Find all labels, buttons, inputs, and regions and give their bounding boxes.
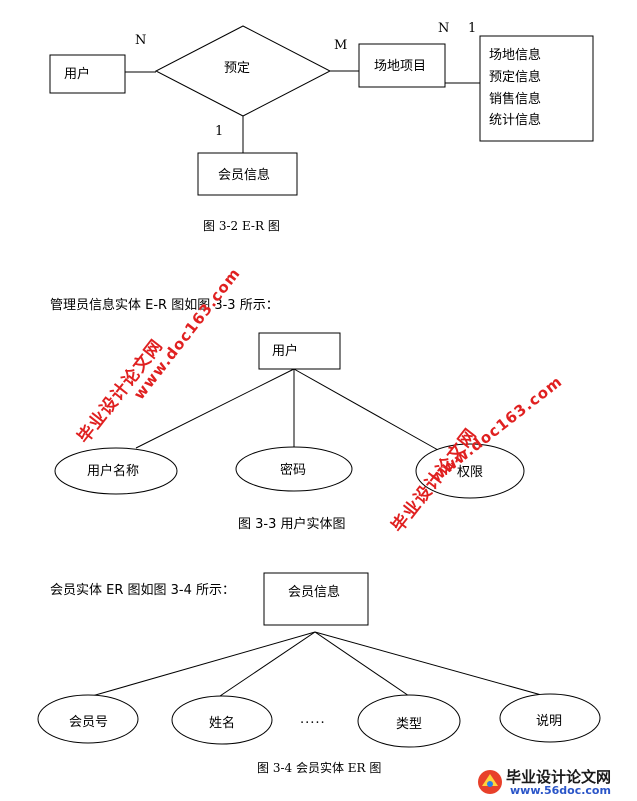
connector-member-type (314, 631, 413, 699)
footer-site-url: www.56doc.com (510, 784, 611, 797)
cardinality-1-bottom: 1 (215, 124, 224, 139)
attr-member-name-ellipse (171, 695, 273, 745)
cardinality-m: M (334, 38, 348, 53)
attr-member-note-ellipse (499, 693, 601, 743)
connector-member-id (91, 631, 316, 697)
member-entity-box-2 (263, 572, 369, 626)
figure-3-4-caption: 图 3-4 会员实体 ER 图 (257, 761, 382, 775)
user-entity-label: 用户 (64, 67, 91, 82)
attr-member-id-ellipse (37, 694, 139, 744)
cardinality-1-right: 1 (468, 21, 477, 36)
user-entity-label-2: 用户 (272, 344, 299, 359)
footer-logo: 毕业设计论文网 www.56doc.com (476, 766, 634, 798)
attr-username-ellipse (54, 447, 178, 495)
connector-member-name (219, 631, 316, 697)
attr-member-id-label: 会员号 (69, 715, 109, 730)
attr-member-type-label: 类型 (396, 717, 423, 732)
admin-er-intro: 管理员信息实体 E-R 图如图 3-3 所示： (50, 298, 279, 313)
venue-detail-4: 统计信息 (489, 113, 542, 128)
figure-3-3-caption: 图 3-3 用户实体图 (238, 517, 346, 532)
connector-member-note (314, 631, 546, 697)
footer-site-name: 毕业设计论文网 (506, 768, 612, 786)
member-entity-box (197, 152, 298, 196)
venue-detail-3: 销售信息 (489, 92, 542, 107)
reserve-relation-label: 预定 (224, 61, 251, 76)
venue-entity-box (358, 43, 446, 88)
member-er-intro: 会员实体 ER 图如图 3-4 所示： (50, 583, 236, 598)
attr-member-type-ellipse (357, 694, 461, 748)
attr-member-name-label: 姓名 (209, 716, 236, 731)
cardinality-n-left: N (135, 33, 147, 48)
attr-permission-label: 权限 (457, 465, 484, 480)
attribute-ellipsis: ..... (300, 712, 326, 727)
attr-permission-ellipse (415, 443, 525, 499)
venue-detail-1: 场地信息 (489, 48, 542, 63)
venue-entity-label: 场地项目 (374, 59, 427, 74)
member-entity-label-2: 会员信息 (288, 585, 341, 600)
attr-password-label: 密码 (280, 463, 307, 478)
user-entity-box-2 (258, 332, 341, 370)
user-entity-box (49, 54, 126, 94)
venue-details-box (479, 35, 594, 142)
figure-3-2-caption: 图 3-2 E-R 图 (203, 219, 280, 233)
connector-user-permission (293, 368, 439, 451)
attr-member-note-label: 说明 (536, 714, 563, 729)
cardinality-n-right: N (438, 21, 450, 36)
connector-user-username (135, 368, 295, 449)
member-entity-label: 会员信息 (218, 168, 271, 183)
attr-username-label: 用户名称 (87, 464, 140, 479)
venue-detail-2: 预定信息 (489, 70, 542, 85)
logo-icon (478, 770, 502, 794)
attr-password-ellipse (235, 446, 353, 492)
